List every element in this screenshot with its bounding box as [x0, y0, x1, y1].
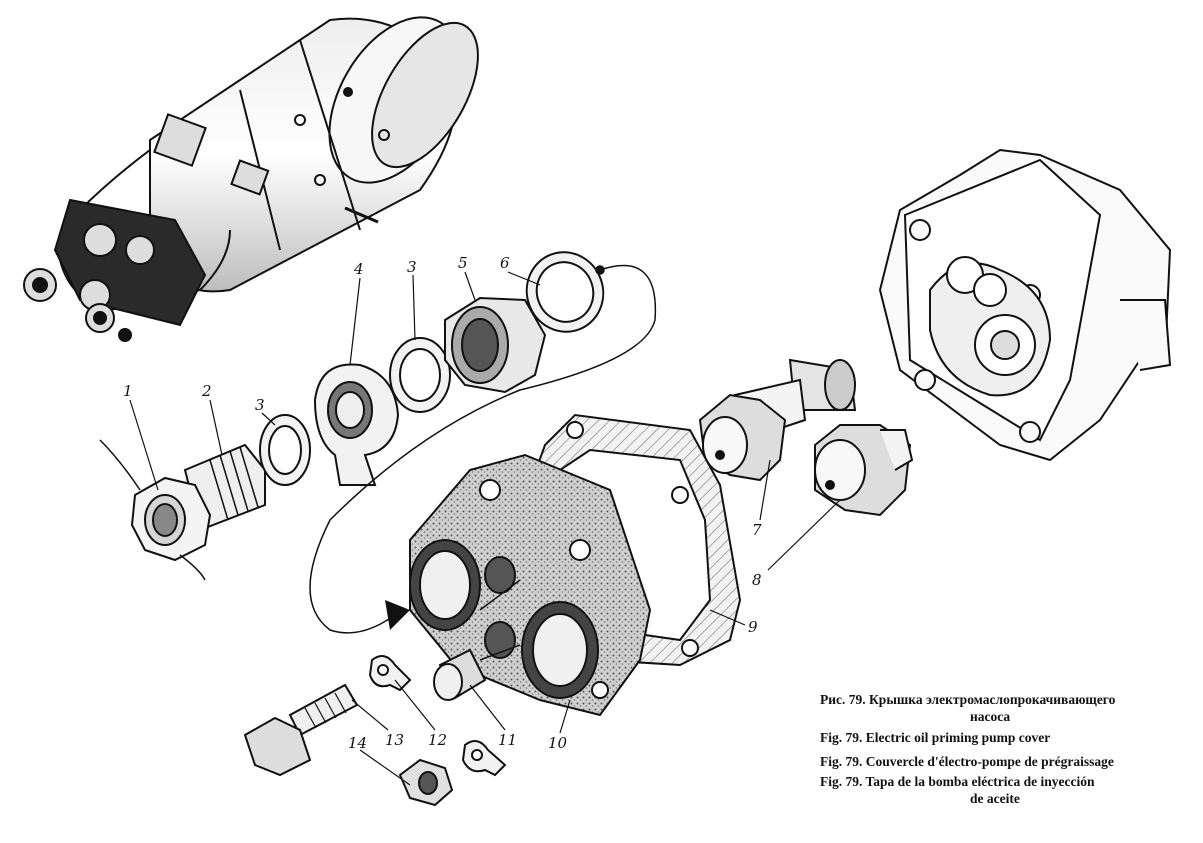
sealing-washer-rear: [389, 337, 451, 413]
pump-housing: [878, 148, 1172, 462]
callout-8: 8: [752, 571, 762, 589]
caption-french: Fig. 79. Couvercle d'électro-pompe de pr…: [820, 754, 1114, 769]
callout-1: 1: [123, 382, 133, 400]
union-nut: [444, 296, 547, 394]
direction-arrow: [385, 600, 410, 630]
callout-7: 7: [752, 521, 762, 539]
lock-washer-upper: [368, 655, 412, 692]
caption-spanish: Fig. 79. Tapa de la bomba eléctrica de i…: [820, 774, 1095, 789]
callout-2: 2: [201, 382, 212, 400]
pump-cover: [409, 453, 652, 717]
callout-3-front: 3: [255, 396, 265, 414]
banjo-bolt: [99, 439, 266, 581]
leader-lines: [129, 271, 841, 786]
figure-caption: Рис. 79. Крышка электромаслопрокачивающе…: [820, 690, 1195, 806]
caption-english: Fig. 79. Electric oil priming pump cover: [820, 730, 1051, 745]
caption-russian: Рис. 79. Крышка электромаслопрокачивающе…: [820, 692, 1116, 707]
callout-11: 11: [498, 731, 517, 749]
callout-numbers: 1 2 3 4 3 5 6 7 8 9 10 11 12 13 14: [123, 254, 762, 752]
bushing: [433, 648, 487, 701]
callout-14: 14: [348, 734, 367, 752]
driven-gear: [814, 424, 914, 517]
callout-12: 12: [428, 731, 447, 749]
hex-nut: [398, 758, 454, 807]
o-ring: [525, 251, 605, 333]
lock-washer-lower: [461, 740, 507, 777]
sealing-washer-front: [259, 414, 311, 486]
callout-10: 10: [548, 734, 568, 752]
electric-motor: [58, 16, 479, 312]
callout-6: 6: [500, 254, 510, 272]
drive-gear-shaft: [698, 358, 857, 482]
motor-terminal-block: [23, 198, 207, 342]
banjo-fitting: [313, 363, 400, 486]
callout-5: 5: [458, 254, 468, 272]
callout-4: 4: [353, 260, 364, 278]
bolt: [243, 683, 359, 777]
callout-13: 13: [385, 731, 404, 749]
caption-spanish-continued: de aceite: [970, 791, 1020, 806]
callout-9: 9: [748, 618, 758, 636]
assembly-path-line: [309, 264, 657, 634]
caption-russian-continued: насоса: [970, 709, 1011, 724]
callout-3-rear: 3: [407, 258, 417, 276]
